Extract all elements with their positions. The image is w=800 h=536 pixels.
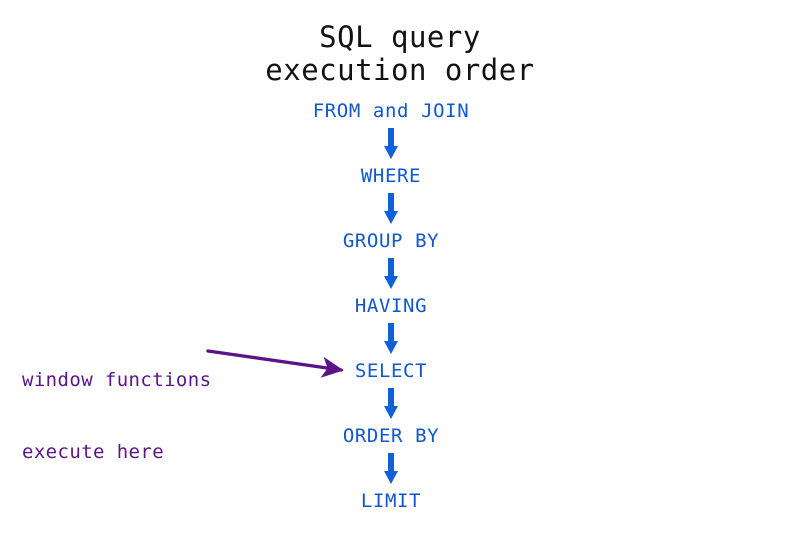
flow-step-where: WHERE (360, 165, 422, 187)
flow-step-having: HAVING (354, 295, 428, 317)
page-title-line-1: SQL query (319, 20, 481, 54)
flow-step-order-by: ORDER BY (342, 425, 440, 447)
flow-step-group-by: GROUP BY (342, 230, 440, 252)
annotation-line-2: execute here (22, 441, 165, 463)
arrow-shaft (388, 258, 394, 278)
arrow-head (384, 406, 398, 419)
arrow-shaft (388, 128, 394, 148)
arrow-shaft (388, 388, 394, 408)
arrow-head (384, 276, 398, 289)
arrow-shaft (388, 193, 394, 213)
page-title-line-2: execution order (265, 53, 535, 87)
annotation-line-1: window functions (22, 369, 212, 391)
arrow-shaft (388, 453, 394, 473)
arrow-head (384, 211, 398, 224)
annotation-text: window functions execute here (22, 320, 211, 512)
arrow-head (384, 341, 398, 354)
down-arrow-icon-2 (383, 193, 399, 224)
arrow-head (384, 146, 398, 159)
arrow-shaft (388, 323, 394, 343)
down-arrow-icon-4 (383, 323, 399, 354)
down-arrow-icon-3 (383, 258, 399, 289)
arrow-head (384, 471, 398, 484)
down-arrow-icon-6 (383, 453, 399, 484)
flow-step-limit: LIMIT (360, 490, 422, 512)
sql-execution-flow: FROM and JOIN WHERE GROUP BY HAVING SELE… (190, 100, 592, 512)
flow-step-select: SELECT (354, 360, 428, 382)
flow-step-from-and-join: FROM and JOIN (312, 100, 470, 122)
down-arrow-icon-1 (383, 128, 399, 159)
down-arrow-icon-5 (383, 388, 399, 419)
